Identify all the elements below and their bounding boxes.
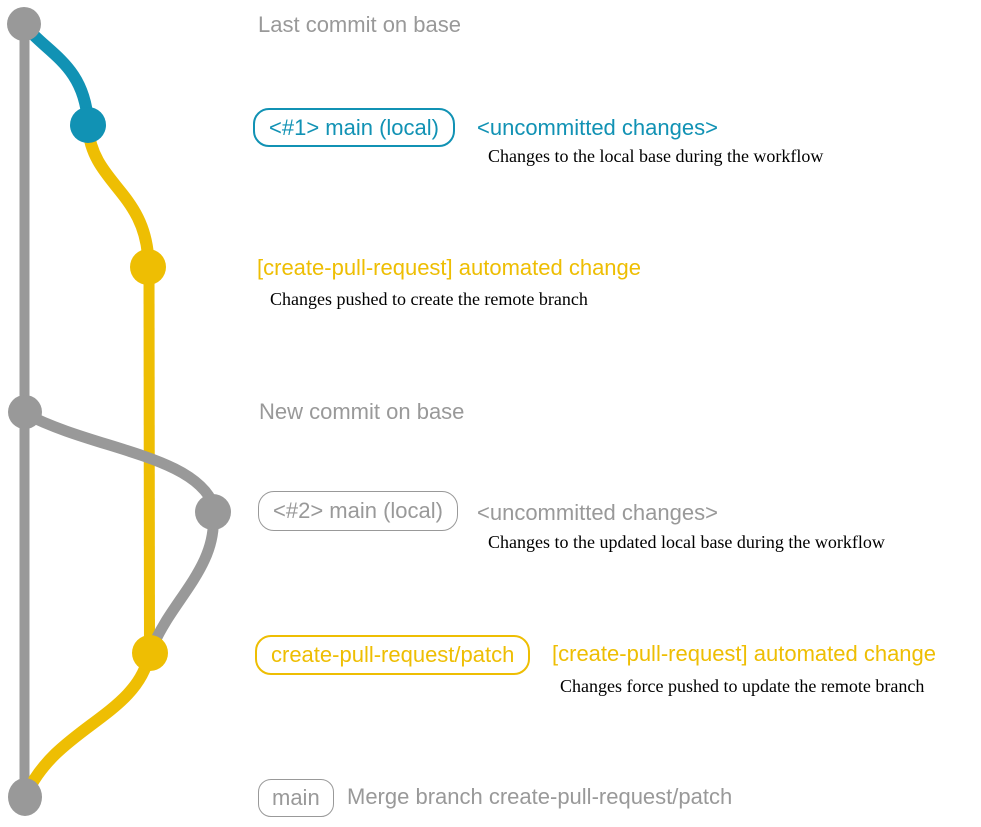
base-branch-out-curve xyxy=(20,408,220,512)
caption-last-commit-on-base: Last commit on base xyxy=(258,12,461,37)
commit-node-main-2 xyxy=(195,494,231,530)
commit-node-main-1 xyxy=(70,107,106,143)
commit-message-merge-branch: Merge branch create-pull-request/patch xyxy=(347,784,733,809)
branch-label-main-local-2: <#2> main (local) xyxy=(258,491,458,531)
branch-label-main-local-1: <#1> main (local) xyxy=(253,108,455,147)
commit-node-patch-1 xyxy=(130,249,166,285)
branch-label-create-pull-request-patch: create-pull-request/patch xyxy=(255,635,531,675)
commit-node-new-base xyxy=(8,395,42,429)
local-main-branch-curve xyxy=(19,20,94,128)
patch-branch-merge-curve xyxy=(21,649,155,799)
note-changes-force-pushed: Changes force pushed to update the remot… xyxy=(560,676,925,696)
commit-node-last-base xyxy=(7,7,41,41)
note-changes-pushed: Changes pushed to create the remote bran… xyxy=(270,289,588,309)
note-local-base-changes-2: Changes to the updated local base during… xyxy=(488,532,885,552)
branch-label-main: main xyxy=(258,779,334,817)
commit-message-uncommitted-1: <uncommitted changes> xyxy=(477,115,718,140)
patch-branch-curve-down xyxy=(82,122,155,270)
commit-message-automated-change-2: [create-pull-request] automated change xyxy=(552,641,937,666)
commit-node-patch-2 xyxy=(132,635,168,671)
commit-node-merge xyxy=(8,778,42,816)
note-local-base-changes-1: Changes to the local base during the wor… xyxy=(488,146,824,166)
commit-message-automated-change-1: [create-pull-request] automated change xyxy=(257,255,642,280)
caption-new-commit-on-base: New commit on base xyxy=(259,399,465,424)
commit-message-uncommitted-2: <uncommitted changes> xyxy=(477,500,718,525)
base-branch-return-curve xyxy=(147,508,219,652)
